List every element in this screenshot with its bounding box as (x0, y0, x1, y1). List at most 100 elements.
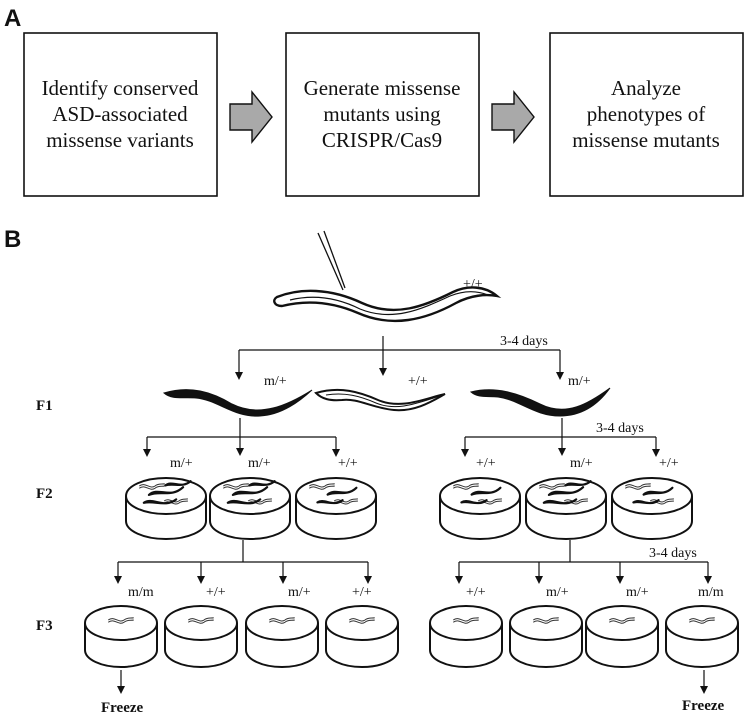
f2-plate-3 (295, 477, 377, 540)
wildtype-worm-mark (624, 483, 651, 488)
interval-f1-f2: 3-4 days (596, 421, 644, 436)
mutant-worm-mark (642, 486, 674, 496)
wildtype-worm-mark (452, 483, 479, 488)
f3-genotype-7: m/+ (626, 585, 649, 600)
mutant-worm-mark (316, 499, 344, 505)
panel-a-label: A (4, 5, 21, 32)
mutant-worm-mark (326, 486, 358, 496)
step-box (549, 32, 744, 197)
wildtype-worm-mark (452, 485, 479, 490)
wildtype-worm-mark (308, 483, 335, 488)
mutant-worm-mark (564, 480, 592, 487)
f3-plate-5 (429, 605, 503, 668)
generation-f3-label: F3 (36, 618, 53, 634)
p0-to-f1-connectors (235, 336, 564, 380)
f3-genotype-3: m/+ (288, 585, 311, 600)
wildtype-worm-mark (477, 498, 503, 503)
step2-line1: Generate missense (304, 76, 461, 100)
mutant-worm-mark (147, 486, 185, 496)
workflow-step-identify: Identify conserved ASD-associated missen… (23, 32, 218, 197)
f2-genotype-3: +/+ (338, 456, 358, 471)
f1-worm-mutant-right (469, 387, 611, 417)
f1-genotype-1: m/+ (264, 374, 287, 389)
step1-line3: missense variants (46, 128, 194, 152)
wildtype-worm-mark (107, 617, 134, 622)
wildtype-worm-mark (348, 619, 375, 624)
injection-needle (317, 230, 346, 291)
p0-worm (273, 286, 502, 323)
mutant-worm-mark (142, 498, 178, 505)
wildtype-worm-mark (247, 498, 273, 503)
wildtype-worm-mark (608, 617, 635, 622)
wildtype-worm-mark (624, 485, 651, 490)
f2-plate-5 (525, 477, 607, 540)
f1-to-f2-connectors (143, 418, 660, 457)
step3-line3: missense mutants (572, 128, 720, 152)
mutant-worm-mark (231, 486, 269, 496)
f3-dish-row (84, 605, 739, 668)
f3-plate-4 (325, 605, 399, 668)
generation-f2-label: F2 (36, 486, 53, 502)
step-box (23, 32, 218, 197)
mutant-worm-mark (470, 486, 502, 496)
workflow-step-generate: Generate missense mutants using CRISPR/C… (285, 32, 480, 197)
step3-line1: Analyze (611, 76, 681, 100)
step-box (285, 32, 480, 197)
interval-p0-f1: 3-4 days (500, 334, 548, 349)
f3-genotype-1: m/m (128, 585, 154, 600)
mutant-worm-mark (248, 480, 276, 487)
mutant-worm-mark (632, 499, 660, 505)
wildtype-worm-mark (649, 498, 675, 503)
wildtype-worm-mark (308, 485, 335, 490)
wildtype-worm-mark (163, 498, 189, 503)
wildtype-worm-mark (222, 483, 249, 488)
wildtype-worm-mark (608, 619, 635, 624)
wildtype-worm-mark (138, 485, 165, 490)
f1-worm-wildtype-middle (314, 388, 446, 412)
interval-f2-f3: 3-4 days (649, 546, 697, 561)
step2-line2: mutants using (323, 102, 441, 126)
f1-worm-mutant-left (162, 389, 313, 417)
mutant-worm-mark (460, 499, 488, 505)
wildtype-worm-mark (532, 619, 559, 624)
f3-plate-8 (665, 605, 739, 668)
wildtype-worm-mark (688, 617, 715, 622)
wildtype-worm-mark (452, 619, 479, 624)
f3-plate-6 (509, 605, 583, 668)
panel-b-label: B (4, 226, 21, 253)
mutant-worm-mark (547, 486, 585, 496)
f3-genotype-2: +/+ (206, 585, 226, 600)
f3-genotype-6: m/+ (546, 585, 569, 600)
step1-line1: Identify conserved (42, 76, 199, 100)
f2-genotype-6: +/+ (659, 456, 679, 471)
freeze-label-right: Freeze (682, 698, 725, 714)
wildtype-worm-mark (532, 617, 559, 622)
f1-genotype-2: +/+ (408, 374, 428, 389)
workflow-step-analyze: Analyze phenotypes of missense mutants (549, 32, 744, 197)
f3-genotype-5: +/+ (466, 585, 486, 600)
f3-plate-2 (164, 605, 238, 668)
workflow-arrow-2 (491, 90, 535, 144)
f3-plate-3 (245, 605, 319, 668)
wildtype-worm-mark (187, 617, 214, 622)
step3-line2: phenotypes of (587, 102, 705, 126)
f1-genotype-3: m/+ (568, 374, 591, 389)
mutant-worm-mark (226, 498, 262, 505)
f2-plate-2 (209, 477, 291, 540)
freeze-label-left: Freeze (101, 700, 144, 714)
f2-plate-6 (611, 477, 693, 540)
f2-plate-4 (439, 477, 521, 540)
f2-to-f3-connectors (114, 540, 712, 584)
wildtype-worm-mark (688, 619, 715, 624)
f2-plate-1 (125, 477, 207, 540)
f2-genotype-5: m/+ (570, 456, 593, 471)
f3-genotype-8: m/m (698, 585, 724, 600)
wildtype-worm-mark (187, 619, 214, 624)
f2-genotype-1: m/+ (170, 456, 193, 471)
wildtype-worm-mark (138, 483, 165, 488)
wildtype-worm-mark (268, 619, 295, 624)
wildtype-worm-mark (107, 619, 134, 624)
step2-line3: CRISPR/Cas9 (322, 128, 442, 152)
